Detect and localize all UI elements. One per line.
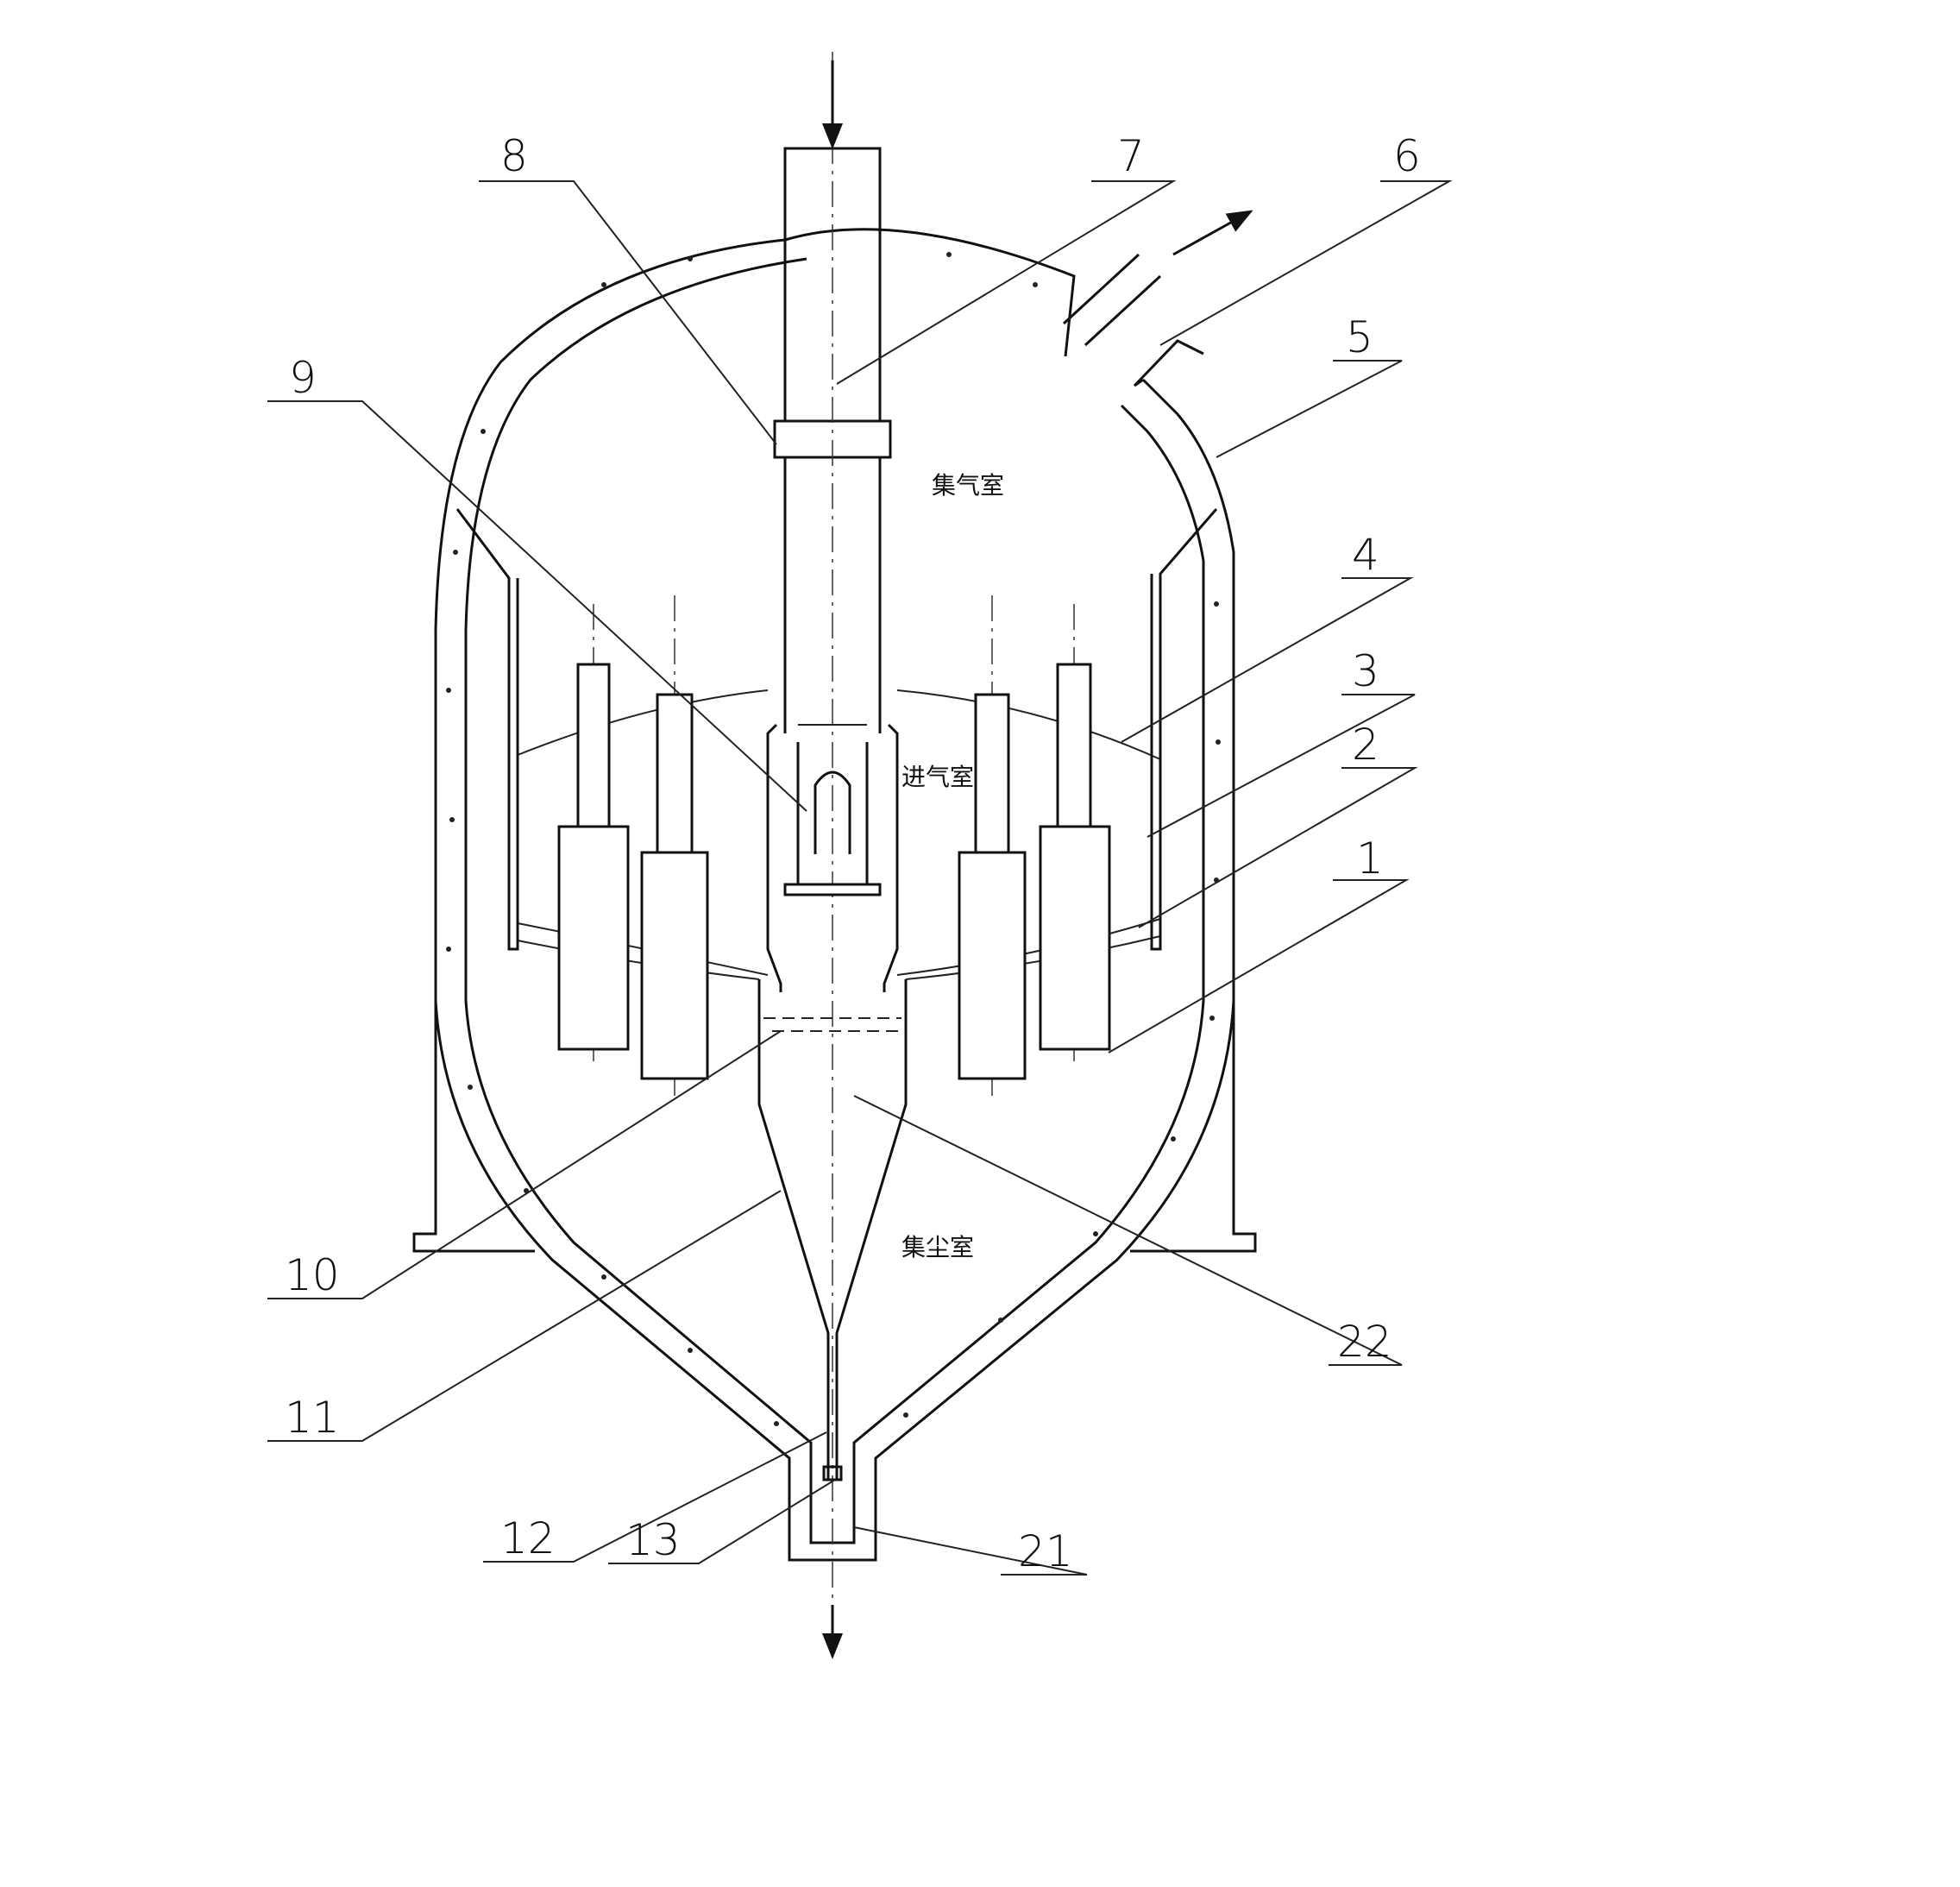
insulation-texture	[446, 252, 1221, 1426]
label-8: 8	[500, 131, 528, 181]
vessel-shell	[434, 147, 1235, 1562]
dust-cone	[757, 979, 908, 1481]
flow-arrows	[822, 210, 1253, 1659]
label-4: 4	[1352, 530, 1379, 580]
label-22: 22	[1337, 1317, 1392, 1367]
label-21: 21	[1018, 1526, 1073, 1576]
label-9: 9	[289, 353, 317, 403]
support-skirt	[412, 621, 1257, 1253]
inlet-pipe	[773, 52, 892, 1657]
inlet-chamber	[766, 723, 899, 992]
side-baffles	[455, 508, 1218, 951]
label-3: 3	[1352, 646, 1379, 696]
label-13: 13	[625, 1515, 681, 1565]
leader-lines	[267, 180, 1453, 1576]
callout-numbers: 1 2 3 4 5 6 7 8 9 10 11 12 13 21 22	[285, 131, 1421, 1576]
zone-dust-collection: 集尘室	[901, 1233, 974, 1261]
label-1: 1	[1356, 833, 1384, 884]
zone-gas-collection: 集气室	[932, 471, 1004, 500]
label-10: 10	[285, 1250, 340, 1300]
filter-elements	[557, 595, 1111, 1096]
label-5: 5	[1346, 312, 1373, 362]
zone-labels: 集气室 进气室 集尘室	[901, 471, 1004, 1261]
label-12: 12	[500, 1513, 556, 1563]
label-7: 7	[1117, 131, 1145, 181]
label-6: 6	[1393, 131, 1421, 181]
label-11: 11	[285, 1393, 340, 1443]
label-2: 2	[1352, 720, 1379, 770]
zone-gas-inlet: 进气室	[901, 763, 974, 791]
